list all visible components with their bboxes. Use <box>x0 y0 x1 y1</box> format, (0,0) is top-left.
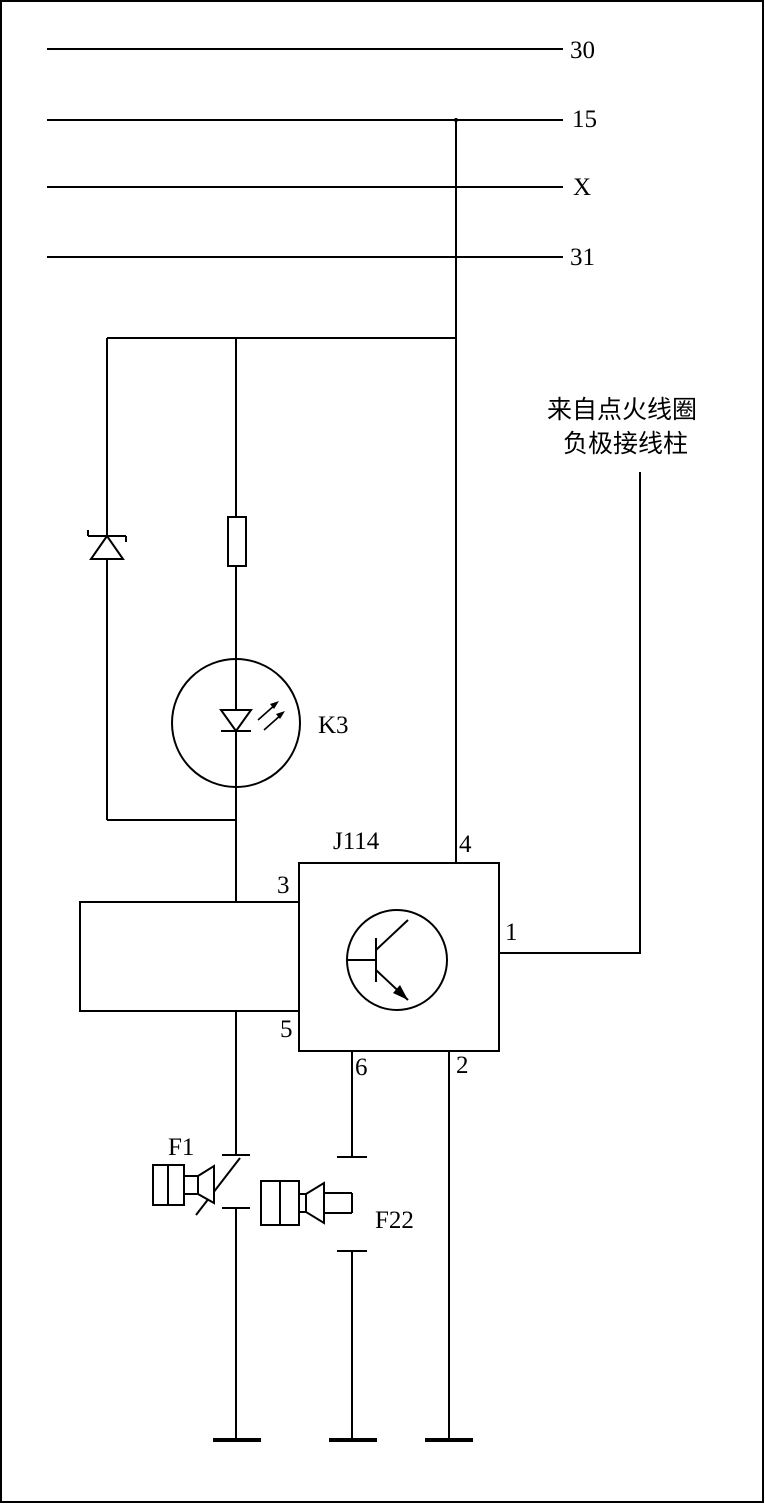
control-unit-j114 <box>298 862 500 1052</box>
led-label: K3 <box>318 712 349 739</box>
pin-2-label: 2 <box>456 1052 469 1079</box>
bus-label-15: 15 <box>572 106 597 133</box>
annotation-line-1: 来自点火线圈 <box>547 395 697 424</box>
switch-f1-actuator <box>152 1164 215 1206</box>
switch-f1-blade <box>195 1157 241 1216</box>
pin-4-label: 4 <box>459 831 472 858</box>
annotation-line-2: 负极接线柱 <box>563 429 688 458</box>
resistor <box>227 516 247 567</box>
pin-5-label: 5 <box>280 1016 293 1043</box>
bus-label-30: 30 <box>570 37 595 64</box>
control-unit-label: J114 <box>333 828 380 855</box>
zener-diode <box>87 530 127 560</box>
auxiliary-module <box>79 901 300 1012</box>
pin-3-label: 3 <box>277 872 290 899</box>
transistor-symbol <box>346 909 448 1011</box>
switch-f1-label: F1 <box>168 1134 194 1161</box>
pin-6-label: 6 <box>355 1054 368 1081</box>
junction-15 <box>454 118 458 122</box>
bus-label-31: 31 <box>570 244 595 271</box>
switch-f22-label: F22 <box>375 1207 414 1234</box>
bus-label-x: X <box>573 174 591 201</box>
led-k3 <box>171 658 301 788</box>
wire-ignition-coil-to-pin1 <box>499 472 641 954</box>
pin-1-label: 1 <box>505 919 518 946</box>
switch-f22-actuator <box>260 1180 352 1226</box>
